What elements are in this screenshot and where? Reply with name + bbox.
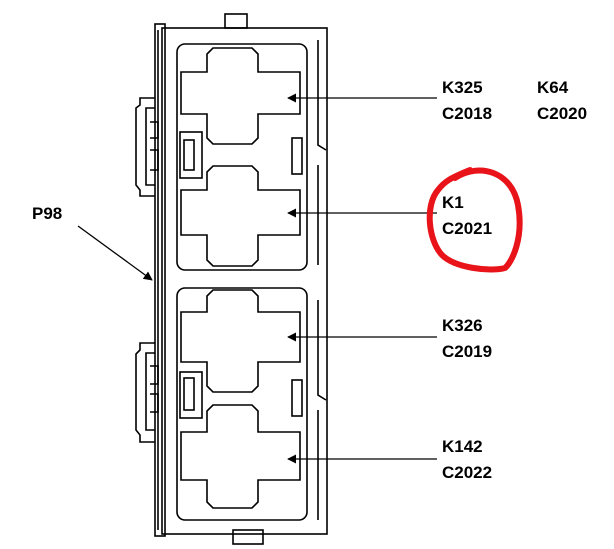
housing-outline [154,13,328,545]
relay-label-k326: K326 [442,316,483,335]
upper-latch-clip [135,97,159,197]
leader-lines [77,93,437,464]
connector-label-c2019: C2019 [442,342,493,361]
connector-label-c2022: C2022 [442,463,493,482]
relay-cavity-k142 [180,404,301,509]
relay-label-k64: K64 [537,78,569,97]
leader-p98 [77,225,153,281]
relay-cavity-k325 [180,47,301,145]
connector-label-c2018: C2018 [442,104,493,123]
relay-label-k325: K325 [442,78,483,97]
lower-latch-clip [135,342,159,443]
upper-relay-bay [176,43,308,271]
relay-label-k142: K142 [442,437,483,456]
connector-label-p98: P98 [32,204,63,223]
lower-relay-bay [176,287,308,521]
relay-cavity-k1 [180,165,301,267]
highlight-circle [426,167,523,273]
connector-label-c2020: C2020 [537,104,588,123]
relay-label-k1: K1 [442,193,464,212]
connector-label-c2021: C2021 [442,219,493,238]
relay-cavity-k326 [180,289,301,393]
